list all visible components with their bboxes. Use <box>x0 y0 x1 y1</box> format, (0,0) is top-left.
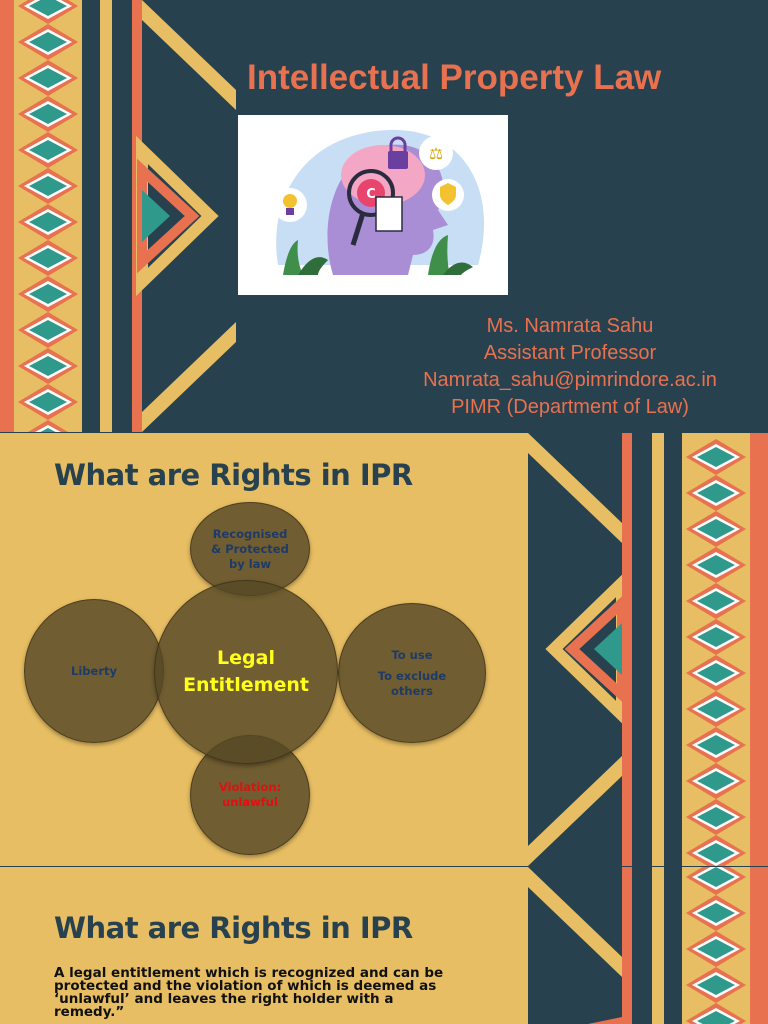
diamond-ornament <box>697 939 735 959</box>
circle-use-exclude: To use To exclude others <box>338 603 486 743</box>
presenter-info: Ms. Namrata Sahu Assistant Professor Nam… <box>400 313 740 421</box>
hero-illustration: C ⚖ <box>238 115 508 295</box>
svg-text:⚖: ⚖ <box>429 144 443 163</box>
slide-title-text: Intellectual Property Law <box>247 58 662 97</box>
slide-rights-diagram: What are Rights in IPR Liberty To use To… <box>0 433 768 866</box>
diamond-ornament <box>29 212 67 232</box>
svg-text:C: C <box>366 187 376 202</box>
diamond-ornament <box>697 867 735 887</box>
circle-right-line-2: To exclude <box>377 668 447 683</box>
slide-title: Intellectual Property Law C ⚖ <box>0 0 768 432</box>
diamond-ornament <box>697 1011 735 1024</box>
circle-legal-entitlement: Legal Entitlement <box>154 580 338 764</box>
circle-liberty: Liberty <box>24 599 164 743</box>
tribal-border-right <box>528 433 768 866</box>
circle-bottom-line-2: unlawful <box>222 795 278 809</box>
diamond-ornament <box>697 663 735 683</box>
diamond-ornament <box>697 843 735 863</box>
slide-heading-2: What are Rights in IPR <box>54 911 413 945</box>
definition-text: A legal entitlement which is recognized … <box>54 965 444 1020</box>
diamond-ornament <box>29 0 67 16</box>
circle-right-line-3: others <box>391 683 433 698</box>
circle-top-line-3: by law <box>228 556 272 571</box>
center-line-1: Legal <box>217 647 275 669</box>
diamond-ornament <box>697 699 735 719</box>
diamond-ornament <box>697 807 735 827</box>
diamond-ornament <box>697 555 735 575</box>
diamond-ornament <box>697 519 735 539</box>
circle-liberty-label: Liberty <box>71 663 117 678</box>
presenter-name: Ms. Namrata Sahu <box>486 315 654 337</box>
diamond-ornament <box>29 320 67 340</box>
slide-heading: What are Rights in IPR <box>54 458 413 492</box>
diamond-ornament <box>697 627 735 647</box>
diamond-ornament <box>29 32 67 52</box>
diamond-ornament <box>40 428 56 432</box>
tribal-border-left <box>0 0 236 432</box>
center-line-2: Entitlement <box>183 674 309 696</box>
diamond-ornament <box>697 447 735 467</box>
diamond-ornament <box>29 284 67 304</box>
presenter-department: PIMR (Department of Law) <box>451 396 689 418</box>
diamond-ornament <box>29 104 67 124</box>
diamond-ornament <box>29 140 67 160</box>
diamond-ornament <box>697 483 735 503</box>
diamond-ornament <box>29 176 67 196</box>
slide-rights-definition: What are Rights in IPR A legal entitleme… <box>0 867 768 1024</box>
tribal-border-right-2 <box>528 867 768 1024</box>
circle-bottom-line-1: Violation: <box>218 780 282 794</box>
diamond-ornament <box>29 68 67 88</box>
diamond-ornament <box>697 735 735 755</box>
presenter-title: Assistant Professor <box>483 342 657 364</box>
circle-top-line-2: & Protected <box>211 541 289 556</box>
diamond-ornament <box>29 392 67 412</box>
diamond-ornament <box>697 591 735 611</box>
diamond-ornament <box>29 248 67 268</box>
diamond-ornament <box>697 975 735 995</box>
circle-top-line-1: Recognised <box>212 526 288 541</box>
diamond-ornament <box>29 356 67 376</box>
circle-right-line-1: To use <box>391 647 433 662</box>
presenter-email: Namrata_sahu@pimrindore.ac.in <box>423 369 717 391</box>
diamond-ornament <box>697 771 735 791</box>
diamond-ornament <box>697 903 735 923</box>
